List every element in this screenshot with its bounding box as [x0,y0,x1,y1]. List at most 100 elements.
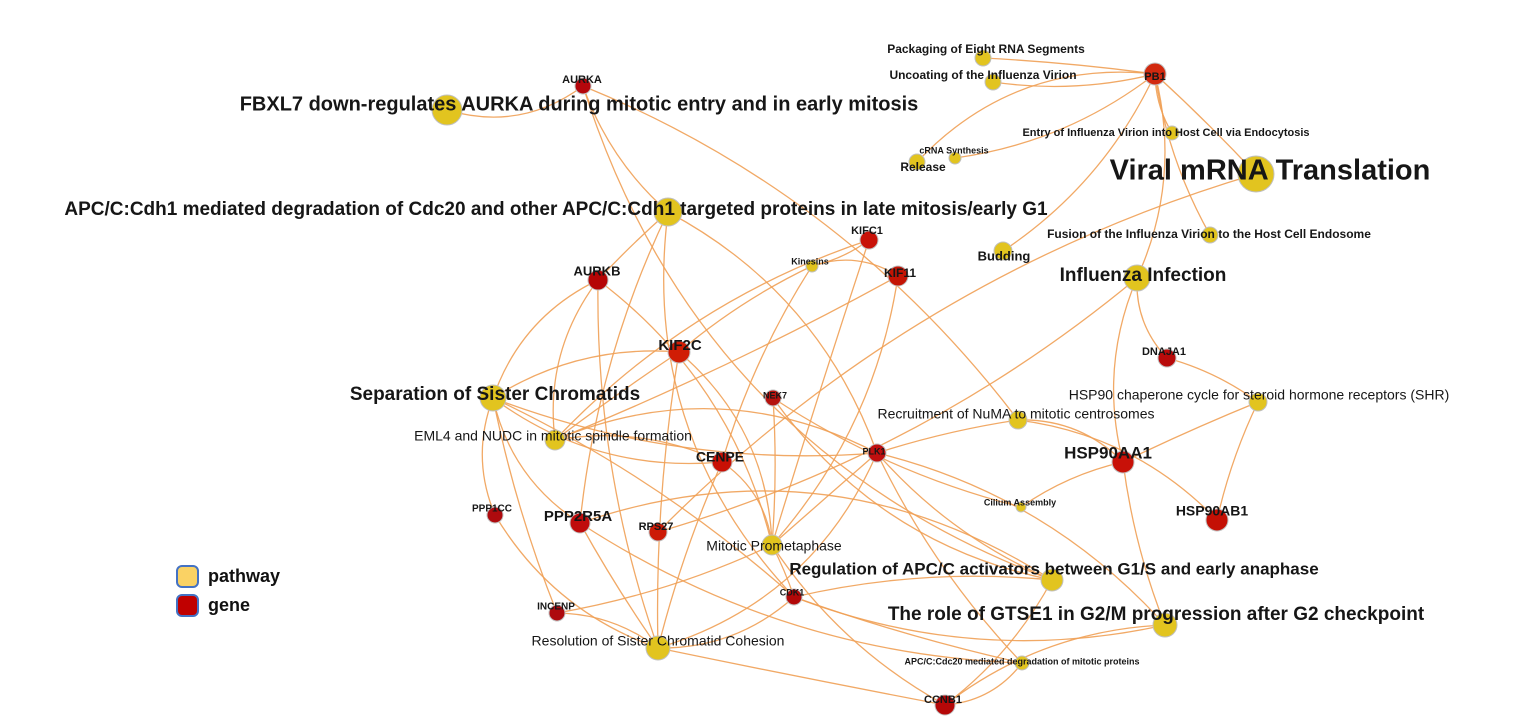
edge-aurka-fbxl7 [446,85,584,118]
label-fusion: Fusion of the Influenza Virion to the Ho… [1047,227,1371,241]
node-apc-cdc20[interactable] [1014,655,1030,671]
node-hsp90aa1[interactable] [1111,450,1135,474]
edge-nek7-regulation-apc [772,397,1053,581]
edge-cdk1-regulation-apc [793,575,1053,598]
node-packaging[interactable] [974,49,992,67]
edge-pb1-fusion [1154,73,1211,236]
edge-kifc1-mitotic-prometaphase [771,239,870,546]
edge-cenpe-eml4 [554,435,723,463]
node-fbxl7[interactable] [431,94,463,126]
node-hsp90ab1[interactable] [1205,508,1229,532]
node-nek7[interactable] [764,389,782,407]
edge-nek7-cilium [772,397,1022,508]
labels-layer: FBXL7 down-regulates AURKA during mitoti… [64,42,1449,706]
edge-aurka-numa [582,85,1019,421]
label-influenza-infection: Influenza Infection [1060,265,1227,286]
node-plk1[interactable] [867,443,887,463]
node-apc-cdh1[interactable] [653,197,683,227]
node-ppp2r5a[interactable] [569,512,591,534]
edge-hsp90aa1-cilium [1020,461,1124,508]
edge-ppp1cc-separation [481,397,496,516]
gene-swatch-icon [176,593,199,617]
node-gtse1[interactable] [1152,612,1178,638]
label-hsp90-shr: HSP90 chaperone cycle for steroid hormon… [1069,387,1450,403]
label-nek7: NEK7 [763,390,787,400]
node-entry[interactable] [1164,125,1180,141]
label-pb1: PB1 [1144,71,1165,83]
label-ppp2r5a: PPP2R5A [544,508,613,525]
node-eml4[interactable] [544,429,566,451]
node-aurka[interactable] [574,77,592,95]
edge-cdk1-apc-cdc20 [793,596,1023,664]
node-fusion[interactable] [1201,226,1219,244]
pathway-swatch-icon [176,564,199,588]
node-separation[interactable] [479,384,507,412]
node-kif2c[interactable] [667,340,691,364]
label-aurka: AURKA [562,74,602,86]
label-dnaja1: DNAJA1 [1142,346,1186,358]
label-kif11: KIF11 [884,266,916,280]
node-uncoating[interactable] [984,73,1002,91]
node-dnaja1[interactable] [1157,348,1177,368]
legend: pathway gene [176,563,280,618]
legend-label-pathway: pathway [208,566,281,586]
edge-plk1-separation [492,397,878,457]
label-cilium: Cilium Assembly [984,497,1056,507]
label-cenpe: CENPE [696,449,744,465]
edge-aurka-regulation-apc [582,85,1053,581]
node-cilium[interactable] [1015,501,1027,513]
edge-ccnb1-mitotic-prometaphase [771,544,946,706]
label-crna: cRNA Synthesis [919,145,988,155]
node-ccnb1[interactable] [934,694,956,716]
edge-ppp2r5a-apc-cdh1 [579,211,669,524]
label-ppp1cc: PPP1CC [472,504,512,515]
edge-rps27-influenza-infection [657,277,1138,533]
label-aurkb: AURKB [574,263,621,278]
node-kinesins[interactable] [805,259,819,273]
node-ppp1cc[interactable] [486,506,504,524]
edge-plk1-resolution [657,452,878,649]
node-release[interactable] [908,153,926,171]
label-hsp90aa1: HSP90AA1 [1064,443,1152,462]
label-gtse1: The role of GTSE1 in G2/M progression af… [888,604,1425,625]
label-eml4: EML4 and NUDC in mitotic spindle formati… [414,428,692,444]
label-hsp90ab1: HSP90AB1 [1176,503,1249,519]
node-hsp90-shr[interactable] [1248,392,1268,412]
edge-plk1-numa [876,419,1019,454]
node-kif11[interactable] [887,265,909,287]
edge-kif2c-kinesins [678,265,813,353]
edge-hsp90aa1-hsp90-shr [1122,401,1259,463]
node-budding[interactable] [993,241,1013,261]
edge-plk1-apc-cdh1 [667,211,878,454]
label-release: Release [900,160,946,174]
label-apc-cdc20: APC/C:Cdc20 mediated degradation of mito… [904,656,1139,666]
edge-pb1-crna [954,73,1156,159]
node-rps27[interactable] [648,522,668,542]
label-regulation-apc: Regulation of APC/C activators between G… [789,559,1318,578]
node-numa[interactable] [1008,410,1028,430]
edge-dnaja1-hsp90-shr [1166,357,1259,403]
label-mitotic-prometaphase: Mitotic Prometaphase [706,538,842,554]
edge-nek7-mitotic-prometaphase [771,397,776,546]
node-mitotic-prometaphase[interactable] [761,534,783,556]
node-crna[interactable] [948,151,962,165]
edge-hsp90ab1-hsp90-shr [1216,401,1259,521]
node-incenp[interactable] [548,604,566,622]
node-cenpe[interactable] [711,451,733,473]
label-plk1: PLK1 [862,446,885,456]
label-kinesins: Kinesins [791,256,829,266]
node-cdk1[interactable] [785,588,803,606]
node-viral-mrna[interactable] [1237,155,1275,193]
edge-pb1-packaging [982,57,1156,75]
edges-layer [446,57,1259,706]
node-kifc1[interactable] [859,230,879,250]
node-pb1[interactable] [1143,62,1167,86]
node-regulation-apc[interactable] [1040,568,1064,592]
node-influenza-infection[interactable] [1123,264,1151,292]
node-aurkb[interactable] [587,269,609,291]
edge-cenpe-mitotic-prometaphase [721,461,773,546]
node-resolution[interactable] [645,635,671,661]
edge-aurka-apc-cdh1 [582,85,669,213]
edge-ccnb1-regulation-apc [944,579,1053,706]
